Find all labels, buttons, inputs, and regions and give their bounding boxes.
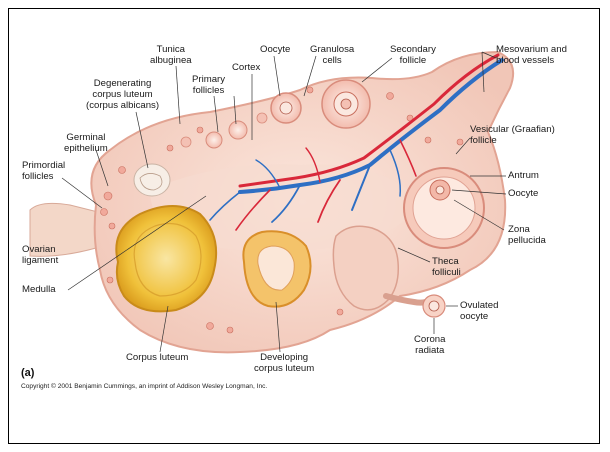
secondary-follicle-shape: [322, 80, 370, 128]
label-ovulated-oocyte: Ovulated oocyte: [460, 300, 498, 322]
label-corona-radiata: Corona radiata: [414, 334, 445, 356]
panel-letter: (a): [21, 367, 34, 379]
ovulated-oocyte-shape: [423, 295, 445, 317]
label-degenerating-corpus-luteum: Degenerating corpus luteum (corpus albic…: [86, 78, 159, 111]
label-corpus-luteum: Corpus luteum: [126, 352, 188, 363]
label-primordial-follicles: Primordial follicles: [22, 160, 65, 182]
label-medulla: Medulla: [22, 284, 56, 295]
label-granulosa-cells: Granulosa cells: [310, 44, 354, 66]
corpus-albicans: [134, 164, 170, 196]
label-developing-corpus-luteum: Developing corpus luteum: [254, 352, 314, 374]
label-germinal-epithelium: Germinal epithelium: [64, 132, 108, 154]
label-oocyte-right: Oocyte: [508, 188, 538, 199]
developing-corpus-luteum: [243, 231, 310, 306]
label-vesicular-follicle: Vesicular (Graafian) follicle: [470, 124, 555, 146]
label-mesovarium: Mesovarium and blood vessels: [496, 44, 567, 66]
corpus-luteum: [116, 206, 216, 311]
copyright-notice: Copyright © 2001 Benjamin Cummings, an i…: [21, 383, 267, 390]
label-zona-pellucida: Zona pellucida: [508, 224, 546, 246]
label-oocyte-top: Oocyte: [260, 44, 290, 55]
label-theca-folliculi: Theca folliculi: [432, 256, 461, 278]
graafian-follicle-shape: [404, 168, 484, 248]
label-antrum: Antrum: [508, 170, 539, 181]
label-ovarian-ligament: Ovarian ligament: [22, 244, 58, 266]
primary-follicle-large: [271, 93, 301, 123]
label-tunica-albuginea: Tunica albuginea: [150, 44, 192, 66]
label-cortex: Cortex: [232, 62, 260, 73]
label-primary-follicles: Primary follicles: [192, 74, 225, 96]
label-secondary-follicle: Secondary follicle: [390, 44, 436, 66]
